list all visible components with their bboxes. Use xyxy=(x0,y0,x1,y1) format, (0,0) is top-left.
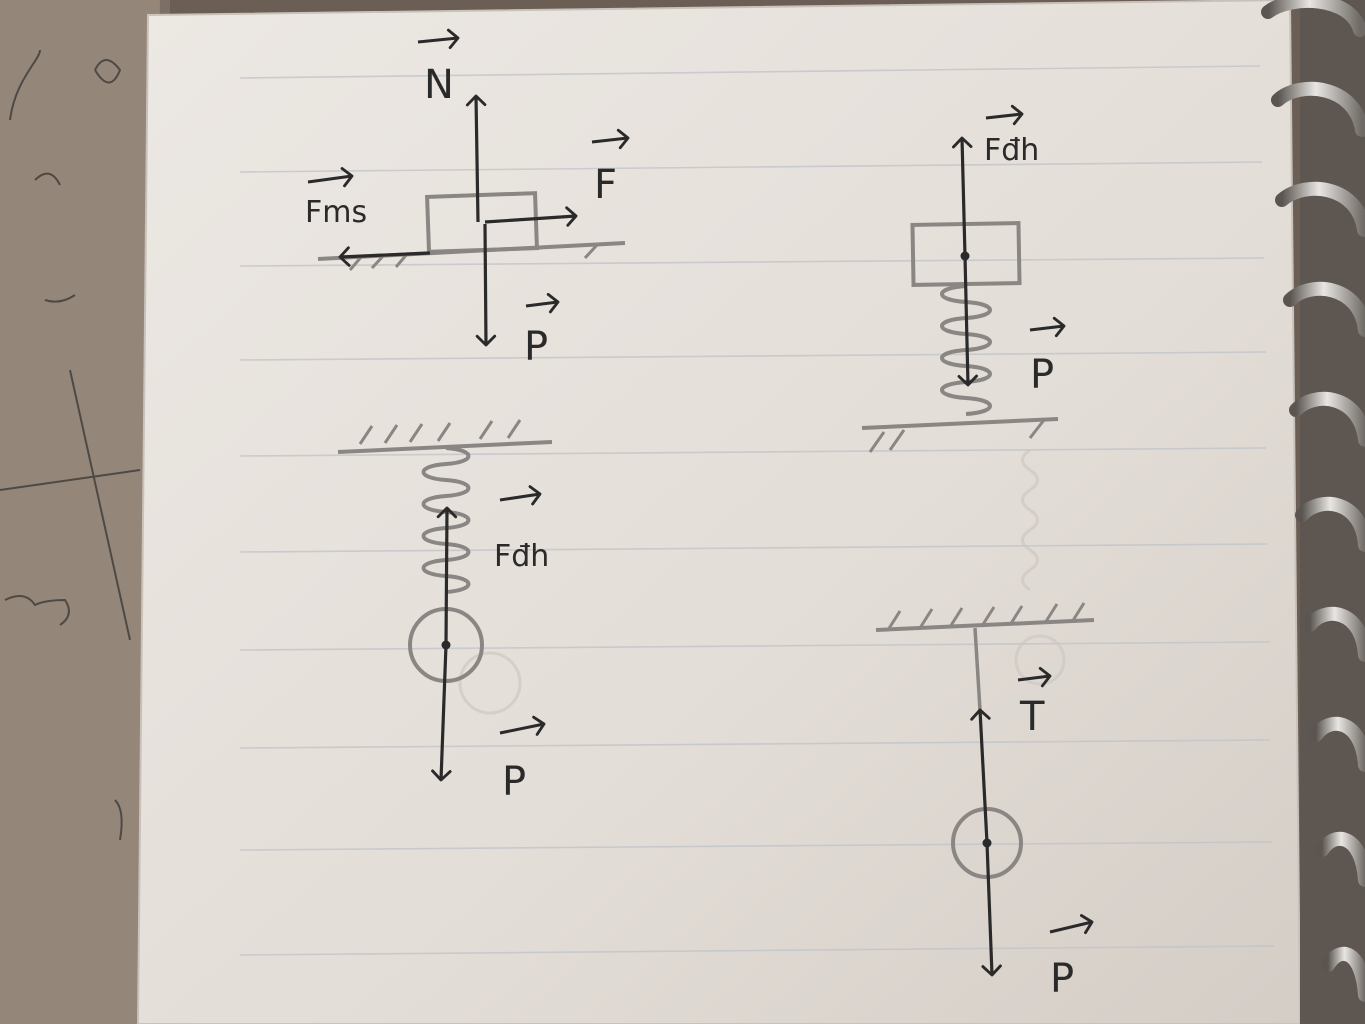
notebook-paper xyxy=(136,0,1302,1024)
spring-force-top-label-text: Fđh xyxy=(984,133,1039,168)
tension-label-text: T xyxy=(1019,694,1045,740)
weight-spring-block-label-text: P xyxy=(1030,352,1054,398)
friction-label-text: Fms xyxy=(305,195,367,230)
weight-arrow xyxy=(475,223,497,347)
weight-string-ball-label-text: P xyxy=(1050,956,1074,1002)
friction-arrow xyxy=(338,246,431,267)
applied-force-label-text: F xyxy=(594,162,617,208)
weight-hanging-ball-label-text: P xyxy=(502,759,526,805)
diagram-block-on-surface: N F Fms P xyxy=(305,28,630,370)
spring xyxy=(421,446,471,594)
label-tension: T xyxy=(1017,666,1052,740)
weight-block-label-text: P xyxy=(524,324,548,370)
label-normal: N xyxy=(417,28,460,108)
label-friction: Fms xyxy=(305,167,367,230)
background-page xyxy=(0,0,170,1024)
spring-force-arrow xyxy=(951,136,973,257)
ruled-lines xyxy=(239,65,1275,956)
weight-arrow xyxy=(957,255,979,387)
diagram-block-on-spring: Fđh P xyxy=(861,104,1066,453)
label-weight-string-ball: P xyxy=(1049,914,1094,1002)
weight-arrow xyxy=(431,644,452,782)
label-weight-hanging-ball: P xyxy=(499,715,546,805)
label-spring-force-top: Fđh xyxy=(984,104,1039,168)
string xyxy=(973,627,982,711)
ceiling-line xyxy=(337,440,553,454)
ground-hatches xyxy=(868,419,1046,453)
label-weight-spring-block: P xyxy=(1029,316,1066,398)
normal-force-arrow xyxy=(465,94,487,223)
ground-line xyxy=(861,417,1059,430)
diagram-ball-on-spring: Fđh P xyxy=(337,419,553,805)
label-applied-force: F xyxy=(591,128,630,208)
label-weight-block: P xyxy=(524,292,560,370)
spring-force-arrow xyxy=(436,506,458,646)
weight-arrow xyxy=(981,842,1002,977)
diagram-ball-on-string: T P xyxy=(875,602,1095,1002)
applied-force-arrow xyxy=(484,206,578,227)
ceiling-hatches xyxy=(358,419,522,445)
label-spring-force-hanging: Fđh xyxy=(494,485,549,574)
spiral-binding xyxy=(1261,0,1365,1024)
normal-label-text: N xyxy=(424,62,454,108)
block xyxy=(425,191,540,254)
spring-force-hanging-label-text: Fđh xyxy=(494,539,549,574)
tension-arrow xyxy=(970,708,991,844)
ceiling-hatches xyxy=(886,602,1086,631)
ceiling-line xyxy=(875,618,1095,632)
